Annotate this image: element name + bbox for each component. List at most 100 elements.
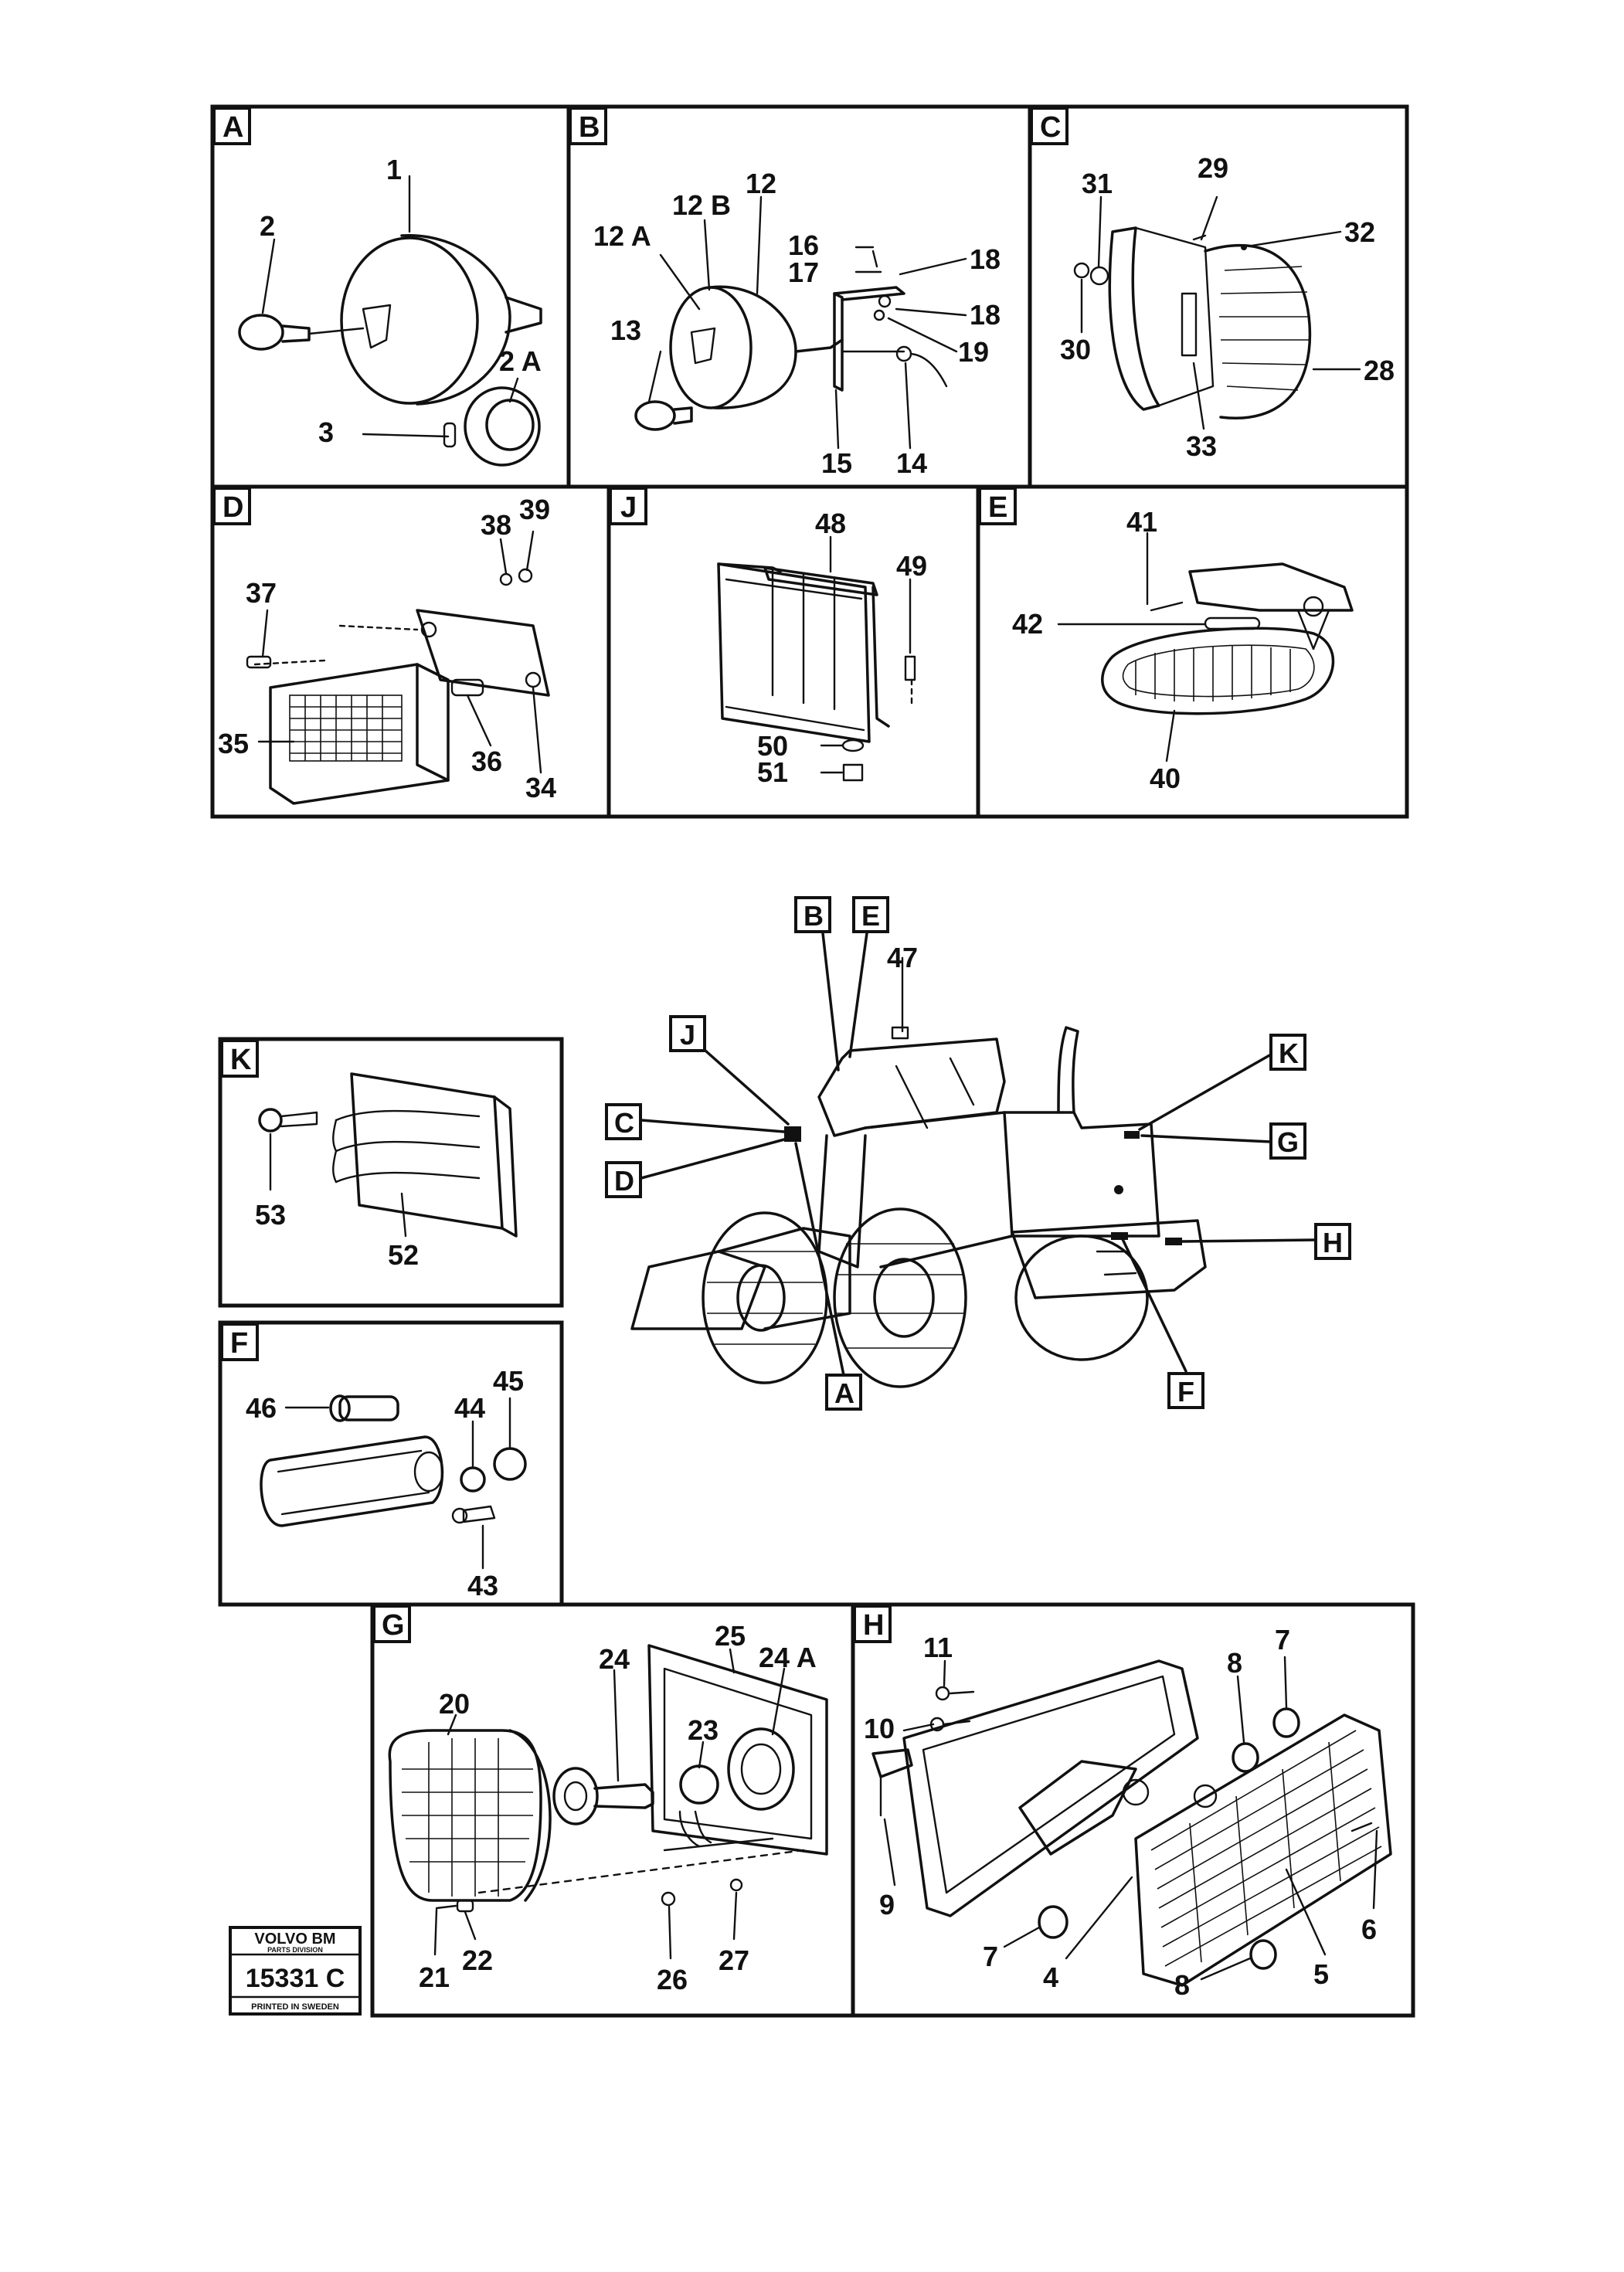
callout-20: 20 bbox=[439, 1688, 470, 1720]
panel-k-letter: K bbox=[230, 1044, 252, 1076]
panel-j: J 48 49 50 51 bbox=[606, 484, 980, 819]
callout-27: 27 bbox=[719, 1944, 749, 1976]
panel-g-letter: G bbox=[382, 1609, 405, 1642]
callout-47: 47 bbox=[887, 942, 918, 973]
callout-7b: 7 bbox=[983, 1941, 998, 1972]
marker-a: A bbox=[834, 1377, 854, 1409]
callout-40: 40 bbox=[1150, 762, 1181, 794]
marker-b: B bbox=[804, 900, 824, 932]
callout-33: 33 bbox=[1186, 430, 1217, 462]
callout-10: 10 bbox=[864, 1713, 895, 1744]
callout-2: 2 bbox=[260, 210, 275, 242]
marker-j: J bbox=[680, 1019, 695, 1051]
callout-34: 34 bbox=[525, 772, 556, 803]
callout-42: 42 bbox=[1012, 608, 1043, 640]
side-marker-lamp-drawing bbox=[1073, 226, 1312, 419]
callout-49: 49 bbox=[896, 550, 927, 582]
panel-d: D 37 38 39 35 36 34 bbox=[210, 484, 611, 819]
callout-23: 23 bbox=[688, 1714, 719, 1746]
panel-c-letter: C bbox=[1040, 111, 1061, 144]
callout-9: 9 bbox=[879, 1889, 895, 1921]
callout-8b: 8 bbox=[1174, 1969, 1190, 2001]
callout-37: 37 bbox=[246, 577, 277, 609]
callout-41: 41 bbox=[1126, 506, 1157, 538]
rear-lamp-guard-drawing bbox=[258, 1072, 518, 1238]
callout-39: 39 bbox=[519, 494, 550, 525]
callout-15: 15 bbox=[821, 447, 852, 479]
callout-43: 43 bbox=[467, 1570, 498, 1601]
callout-35: 35 bbox=[218, 728, 249, 759]
callout-45: 45 bbox=[493, 1365, 524, 1397]
headlamp-drawing bbox=[238, 234, 542, 467]
stamp-brand: VOLVO BM bbox=[254, 1931, 335, 1948]
machine-overview: B E 47 J C D A K G H F bbox=[605, 896, 1351, 1411]
panel-c: C 31 29 32 30 28 33 bbox=[1028, 104, 1409, 489]
callout-16: 16 bbox=[788, 229, 819, 261]
rect-headlamp-drawing bbox=[388, 1644, 828, 1913]
callout-22: 22 bbox=[462, 1944, 493, 1976]
panel-g: G 24 25 bbox=[370, 1602, 855, 2018]
stamp-division: PARTS DIVISION bbox=[267, 1946, 323, 1954]
callout-11: 11 bbox=[923, 1632, 953, 1663]
panel-e: E 41 42 40 bbox=[976, 484, 1409, 819]
callout-26: 26 bbox=[657, 1964, 688, 1995]
callout-6: 6 bbox=[1361, 1914, 1377, 1945]
callout-21: 21 bbox=[419, 1961, 450, 1993]
callout-12b: 12 B bbox=[672, 189, 731, 221]
wheel-loader-drawing bbox=[630, 1026, 1207, 1388]
panel-a-letter: A bbox=[223, 111, 243, 144]
stamp-printed: PRINTED IN SWEDEN bbox=[251, 2002, 339, 2012]
callout-36: 36 bbox=[471, 745, 502, 777]
marker-f: F bbox=[1177, 1376, 1194, 1408]
callout-12: 12 bbox=[746, 168, 776, 199]
callout-51: 51 bbox=[757, 756, 788, 788]
rear-lamp-cluster-drawing bbox=[871, 1659, 1392, 1987]
callout-8a: 8 bbox=[1227, 1647, 1242, 1679]
marker-d: D bbox=[614, 1165, 634, 1197]
callout-2a: 2 A bbox=[499, 345, 542, 377]
callout-46: 46 bbox=[246, 1392, 277, 1424]
callout-13: 13 bbox=[610, 314, 641, 346]
volvo-bm-stamp: VOLVO BM PARTS DIVISION 15331 C PRINTED … bbox=[229, 1926, 362, 2016]
callout-52: 52 bbox=[388, 1239, 419, 1271]
callout-19: 19 bbox=[958, 336, 989, 368]
callout-28: 28 bbox=[1364, 355, 1395, 386]
callout-1: 1 bbox=[386, 154, 402, 185]
panel-h: H 11 1 bbox=[851, 1602, 1415, 2018]
marker-e: E bbox=[861, 900, 880, 932]
panel-k: K 53 52 bbox=[218, 1037, 564, 1308]
callout-44: 44 bbox=[454, 1392, 485, 1424]
callout-4: 4 bbox=[1043, 1961, 1058, 1993]
callout-18a: 18 bbox=[970, 243, 1001, 275]
callout-18b: 18 bbox=[970, 299, 1001, 331]
callout-5: 5 bbox=[1313, 1958, 1329, 1990]
panel-h-letter: H bbox=[863, 1609, 884, 1642]
lamp-guard-drawing bbox=[717, 562, 916, 782]
panel-b: B 12 12 B 12 A 16 bbox=[566, 104, 1032, 489]
callout-17: 17 bbox=[788, 256, 819, 288]
panel-f-letter: F bbox=[230, 1327, 248, 1360]
callout-30: 30 bbox=[1060, 334, 1091, 365]
panel-f: F 46 44 45 43 bbox=[218, 1320, 564, 1607]
callout-14: 14 bbox=[896, 447, 927, 479]
callout-38: 38 bbox=[481, 509, 511, 541]
callout-31: 31 bbox=[1082, 168, 1113, 199]
panel-a: A 1 2 2 A 3 bbox=[210, 104, 571, 489]
rectangular-lamp-drawing bbox=[246, 568, 550, 805]
callout-25: 25 bbox=[715, 1620, 746, 1652]
marker-g: G bbox=[1277, 1126, 1299, 1158]
panel-d-letter: D bbox=[223, 491, 243, 524]
callout-53: 53 bbox=[255, 1199, 286, 1231]
callout-24: 24 bbox=[599, 1643, 630, 1675]
stamp-number: 15331 C bbox=[246, 1964, 345, 1993]
callout-50: 50 bbox=[757, 730, 788, 762]
panel-j-letter: J bbox=[620, 491, 637, 524]
marker-c: C bbox=[614, 1107, 634, 1139]
oval-lamp-drawing bbox=[1101, 562, 1354, 715]
panel-e-letter: E bbox=[988, 491, 1007, 524]
callout-29: 29 bbox=[1198, 152, 1228, 184]
callout-24a: 24 A bbox=[759, 1642, 817, 1673]
callout-32: 32 bbox=[1344, 216, 1375, 248]
marker-k: K bbox=[1279, 1038, 1299, 1069]
